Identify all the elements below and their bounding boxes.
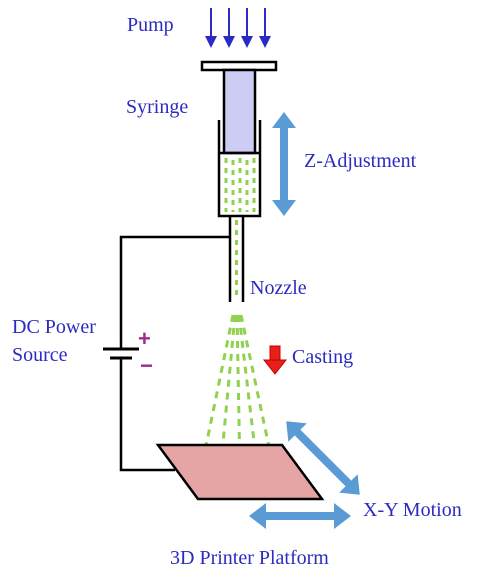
xy-motion-label: X-Y Motion <box>363 499 462 521</box>
negative-terminal-sign: − <box>140 353 153 378</box>
nozzle <box>228 216 245 302</box>
pump-arrows-icon <box>205 8 271 48</box>
z-adjustment-arrow-icon <box>272 112 296 216</box>
dc-power-label-line1: DC Power <box>12 316 96 338</box>
z-adjustment-label: Z-Adjustment <box>304 150 417 172</box>
casting-arrow-icon <box>262 345 288 375</box>
battery-icon <box>103 340 139 362</box>
syringe-barrel <box>217 120 262 218</box>
printer-platform <box>155 443 325 501</box>
syringe-label: Syringe <box>126 96 188 118</box>
platform-label: 3D Printer Platform <box>170 547 329 569</box>
positive-terminal-sign: + <box>138 326 151 351</box>
casting-label: Casting <box>292 346 353 368</box>
xy-motion-arrows-icon <box>249 421 360 529</box>
syringe-plunger <box>222 68 257 155</box>
nozzle-label: Nozzle <box>250 277 307 299</box>
power-wire <box>119 235 230 472</box>
barrel-fluid <box>224 158 256 212</box>
pump-label: Pump <box>127 14 174 36</box>
dc-power-label-line2: Source <box>12 344 68 366</box>
